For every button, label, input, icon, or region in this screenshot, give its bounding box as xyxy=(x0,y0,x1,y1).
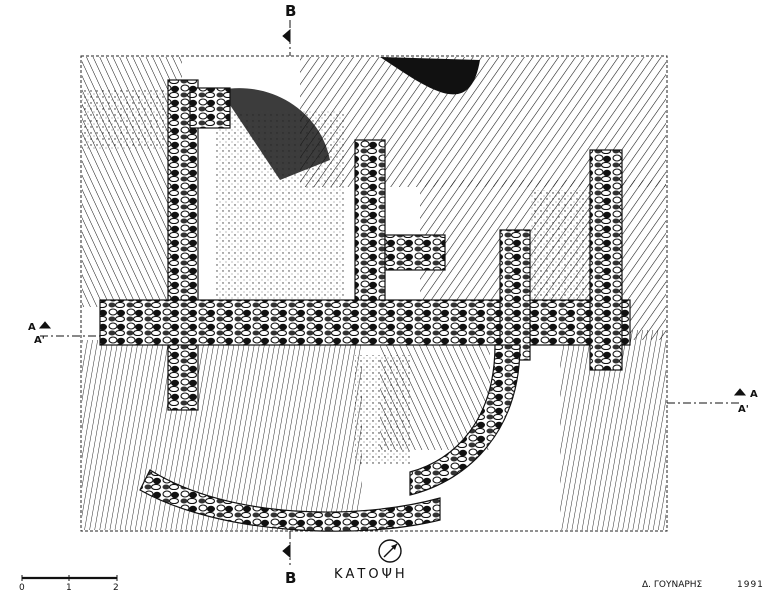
section-b-label-top: B xyxy=(285,2,297,20)
scale-tick-label: 0 xyxy=(19,583,25,593)
stone-walls xyxy=(99,79,631,532)
author-credit: Δ. ΓΟΥΝΑΡΗΣ xyxy=(642,580,703,590)
plan-title: ΚΑΤΟΨΗ xyxy=(334,567,408,582)
floor-areas xyxy=(82,90,600,465)
terrain-hatching xyxy=(82,57,666,530)
section-a-prime-label-left: A' xyxy=(34,335,45,346)
section-a-label-left: A xyxy=(28,322,36,333)
scale-tick-label: 1 xyxy=(66,583,72,593)
section-lines xyxy=(38,20,747,565)
plan-frame xyxy=(80,55,668,532)
year-label: 1991 xyxy=(737,580,764,590)
north-arrow-icon xyxy=(378,539,402,563)
section-a-prime-label-right: A' xyxy=(738,404,749,415)
scale-bar xyxy=(21,575,118,581)
section-b-label-bottom: B xyxy=(285,569,297,587)
section-a-label-right: A xyxy=(750,389,758,400)
scale-tick-label: 2 xyxy=(113,583,119,593)
